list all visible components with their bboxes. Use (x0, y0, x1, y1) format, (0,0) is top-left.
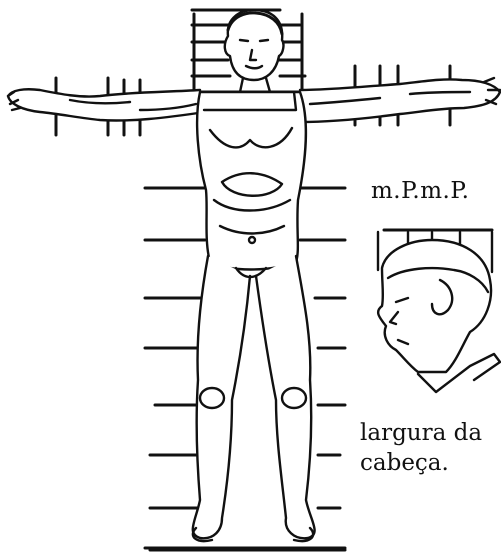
figure-head (225, 10, 284, 92)
figure-legs (193, 256, 315, 541)
figure-torso (197, 92, 306, 270)
head-measure-label: m.P.m.P. (371, 180, 470, 203)
profile-head-inset (378, 230, 500, 392)
caption-line-2: cabeça. (360, 452, 449, 475)
caption-line-1: largura da (360, 422, 482, 445)
